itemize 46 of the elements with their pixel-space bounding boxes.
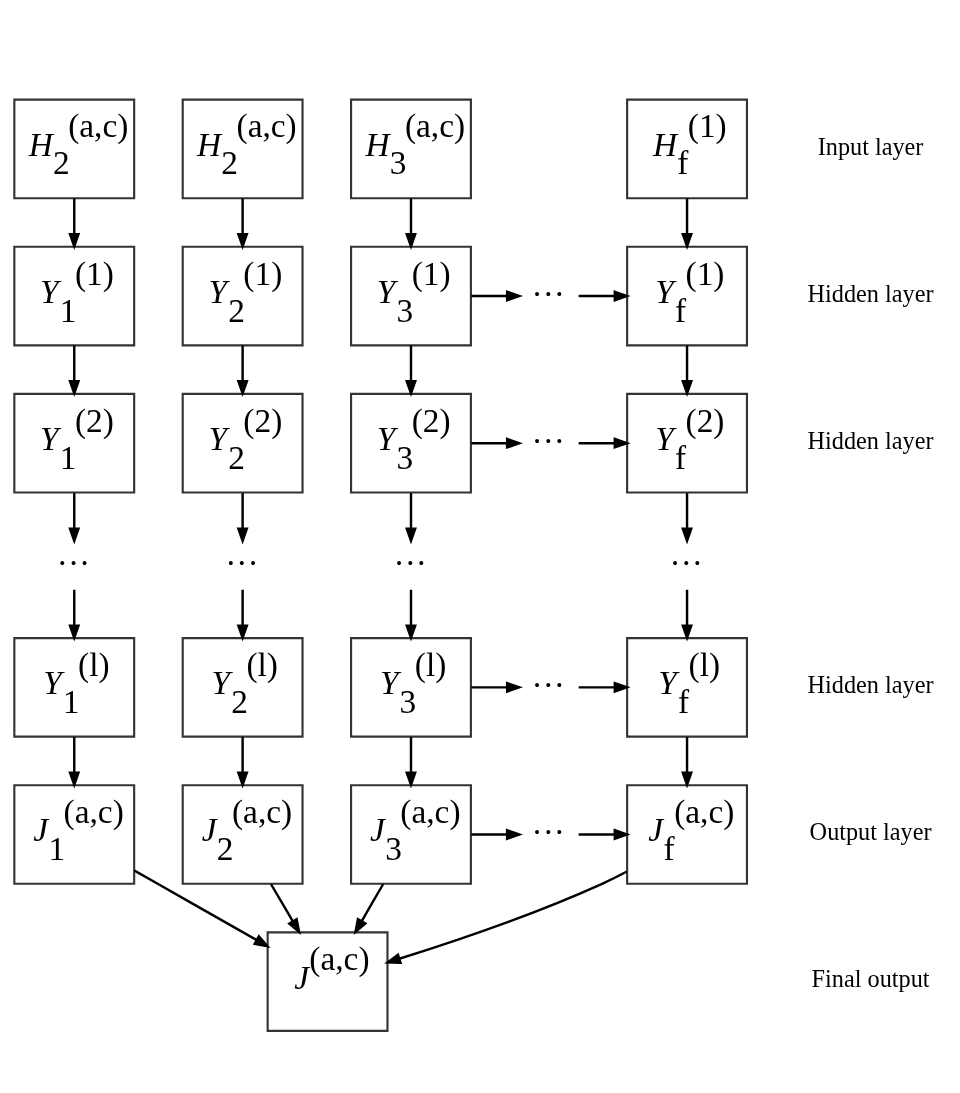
arrow [681, 589, 693, 642]
arrow [353, 883, 385, 936]
label: Input layer [817, 132, 924, 160]
label: Final output [811, 965, 930, 993]
arrow [236, 493, 249, 545]
arrow [681, 198, 693, 250]
arrow [681, 345, 693, 398]
arrow [68, 345, 81, 398]
arrow [578, 828, 631, 841]
arrow [236, 198, 249, 250]
arrow [681, 736, 693, 789]
node-text: ··· [531, 421, 565, 459]
arrow [405, 736, 417, 789]
arrow [405, 493, 417, 545]
label: Hidden layer [807, 671, 934, 699]
label: Output layer [809, 818, 932, 846]
arrow [578, 290, 631, 302]
arrow [269, 883, 301, 935]
arrow [236, 589, 249, 642]
arrow [236, 345, 249, 398]
arrow [405, 589, 417, 642]
arrow [471, 290, 523, 302]
arrow [681, 493, 693, 545]
arrow [68, 589, 81, 642]
arrow [384, 870, 628, 965]
arrow [236, 736, 249, 789]
arrow [405, 198, 417, 250]
node-text: ··· [225, 543, 259, 581]
arrow [578, 681, 631, 694]
arrow [471, 681, 523, 694]
arrow [471, 828, 523, 841]
arrow [405, 345, 417, 398]
node-text: ··· [56, 543, 91, 581]
node-text: ··· [669, 543, 703, 581]
arrow [471, 437, 523, 450]
arrow [68, 493, 81, 545]
arrow [133, 869, 271, 948]
label: Hidden layer [807, 426, 934, 454]
label: Hidden layer [807, 279, 934, 307]
node-text: ··· [531, 665, 565, 703]
arrow [68, 736, 81, 789]
node-text: ··· [531, 274, 565, 312]
arrow [68, 198, 81, 250]
arrow [578, 437, 631, 450]
node-text: ··· [531, 813, 565, 850]
node-text: ··· [393, 543, 427, 581]
